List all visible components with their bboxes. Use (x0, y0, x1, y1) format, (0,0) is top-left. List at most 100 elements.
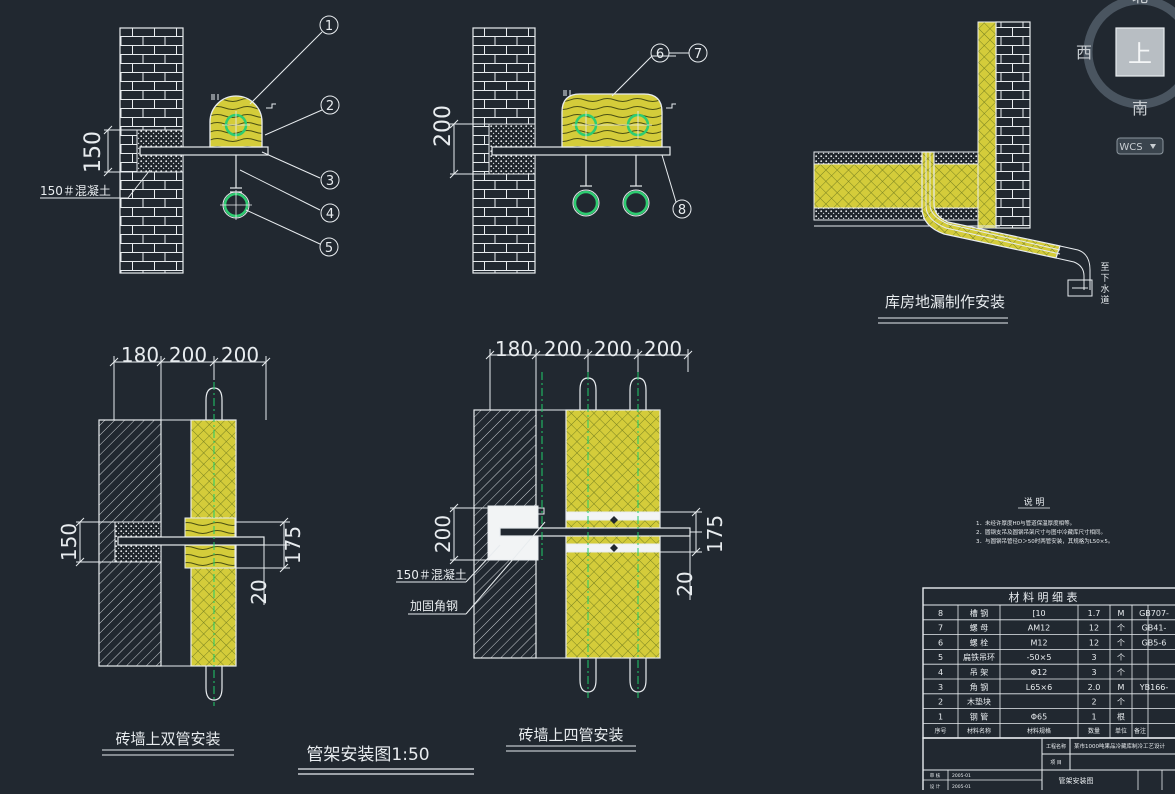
compass-south[interactable]: 南 (1132, 99, 1148, 118)
table-cell-no: 3 (938, 683, 943, 692)
table-cell-name: 槽 钢 (970, 608, 989, 618)
table-cell-qty: 1 (1091, 712, 1096, 721)
left-label: 设 计 (930, 783, 941, 790)
table-cell-spec: -50×5 (1027, 653, 1052, 662)
dimension-175: 175 (281, 526, 305, 564)
view-double-pipe-support: 200 6 7 8 (431, 27, 708, 274)
table-header-cell: 序号 (934, 727, 946, 735)
table-cell-unit: 个 (1117, 668, 1125, 677)
callout-number: 3 (326, 174, 334, 189)
table-cell-name: 木垫块 (967, 697, 991, 707)
viewcube-face-top[interactable] (1115, 27, 1165, 77)
item-label: 项 目 (1050, 760, 1062, 766)
table-cell-std: YB166- (1139, 683, 1169, 692)
brick-wall (995, 21, 1031, 229)
table-header-cell: 材料名称 (967, 727, 991, 735)
compass-north[interactable]: 北 (1132, 0, 1148, 6)
callout-circle (320, 95, 340, 115)
hanging-pipe-section (573, 190, 599, 216)
callout-circle (319, 237, 339, 257)
table-cell-name: 角 钢 (970, 682, 989, 692)
callout-circle (320, 203, 340, 223)
table-cell-unit: 个 (1117, 638, 1125, 647)
dimension-20: 20 (247, 579, 271, 604)
callout-circle (319, 15, 339, 35)
angle-steel (499, 527, 691, 537)
view-brick-wall-four-pipe: 180 200 200 200 200 175 20 150＃混凝土 加固角钢 … (396, 337, 727, 752)
notes-block: 说 明 1．未经许厚度H0与管道保温厚度相等。 2．圆钢支吊及圆钢吊架尺寸与图中… (976, 496, 1113, 545)
floor-base-layer (813, 207, 979, 221)
table-header-cell: 单位 (1115, 727, 1127, 735)
trap (1067, 279, 1093, 297)
notes-heading: 说 明 (1024, 496, 1045, 508)
table-cell-spec: Φ12 (1031, 668, 1047, 677)
wcs-label: WCS (1119, 142, 1142, 153)
dimension-20: 20 (673, 571, 697, 596)
compass-west[interactable]: 西 (1076, 43, 1092, 62)
viewcube-ring[interactable] (1083, 0, 1175, 109)
table-cell-std: GB707- (1139, 609, 1169, 618)
dimension-top: 180 (495, 337, 533, 361)
table-header-cell: 备注 (1134, 727, 1146, 735)
viewcube-face-label: 上 (1128, 40, 1152, 68)
floor-insulation (813, 163, 979, 209)
title-block: 工程名称 某市1000吨果品冷藏库制冷工艺设计 项 目 管架安装图 审 核 设 … (922, 737, 1175, 794)
dimension-top: 200 (544, 337, 582, 361)
callout-number: 1 (325, 19, 333, 34)
angle-steel (117, 536, 265, 546)
table-cell-qty: 2.0 (1088, 683, 1101, 692)
table-cell-qty: 3 (1091, 668, 1096, 677)
callout-number: 2 (326, 99, 334, 114)
drawing-name: 管架安装图 (1059, 776, 1094, 785)
chevron-down-icon[interactable] (1150, 144, 1156, 149)
table-cell-unit: 个 (1117, 624, 1125, 633)
table-cell-no: 4 (938, 668, 943, 677)
table-cell-no: 8 (938, 609, 943, 618)
callout-number: 8 (678, 203, 686, 218)
table-cell-name: 钢 管 (970, 711, 989, 721)
table-cell-qty: 1.7 (1088, 609, 1101, 618)
table-cell-qty: 2 (1091, 698, 1096, 707)
table-title: 材 料 明 细 表 (1009, 590, 1078, 604)
dimension-175: 175 (703, 515, 727, 553)
dimension-200: 200 (431, 105, 456, 147)
drain-label-char: 下 (1100, 274, 1109, 284)
table-cell-qty: 3 (1091, 653, 1096, 662)
drawing-title: 管架安装图1:50 (306, 745, 429, 765)
left-label: 审 核 (930, 772, 941, 779)
table-cell-no: 1 (938, 712, 943, 721)
view-floor-drain: 至 下 水 道 库房地漏制作安装 (813, 21, 1110, 324)
table-cell-name: 螺 母 (970, 623, 989, 633)
table-cell-name: 螺 栓 (970, 637, 989, 647)
table-cell-unit: M (1118, 683, 1125, 692)
callout-group-1: 1 2 3 4 5 (319, 15, 340, 257)
table-cell-name: 吊 架 (970, 668, 989, 677)
left-value: 2005-01 (952, 773, 971, 779)
viewcube[interactable]: 上 北 西 南 WCS (1076, 0, 1175, 155)
angle-steel-bracket (139, 146, 269, 156)
concrete-label: 150＃混凝土 (396, 567, 467, 582)
wcs-button[interactable] (1116, 137, 1164, 155)
table-cell-unit: 个 (1117, 698, 1125, 707)
left-value: 2005-01 (952, 784, 971, 790)
table-cell-qty: 12 (1089, 638, 1099, 647)
table-cell-no: 2 (938, 698, 943, 707)
drain-outlet-pipe (1055, 245, 1091, 290)
callout-circle (320, 170, 340, 190)
view-title: 砖墙上四管安装 (518, 726, 623, 744)
pipe-bottom (205, 666, 223, 701)
table-cell-no: 6 (938, 638, 943, 647)
notes-line: 3．与圆钢吊管径D＞50时两管安装，其规格为L50×5。 (976, 537, 1113, 545)
callout-number: 7 (694, 47, 702, 62)
view-brick-wall-two-pipe: 180 200 200 150 175 20 砖墙上双管安装 (57, 343, 305, 756)
table-cell-spec: AM12 (1028, 624, 1051, 633)
concrete-label: 150＃混凝土 (40, 183, 111, 198)
view-title: 砖墙上双管安装 (115, 730, 220, 748)
table-header-cell: 材料规格 (1027, 727, 1051, 735)
callout-number: 5 (325, 241, 333, 256)
table-cell-no: 7 (938, 624, 943, 633)
floor-top-layer (813, 151, 979, 165)
dimension-top: 180 (121, 343, 159, 367)
